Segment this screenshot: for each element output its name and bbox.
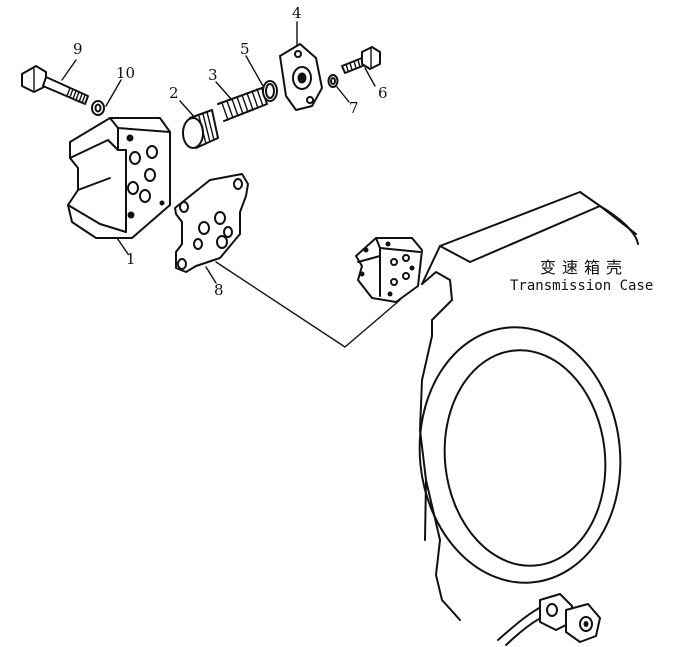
leader-7	[336, 86, 350, 103]
gasket-8	[174, 173, 249, 273]
leader-10	[105, 79, 122, 107]
bolt-6	[341, 46, 381, 74]
bolt-9	[21, 65, 89, 105]
leader-9	[61, 59, 77, 81]
callout-2: 2	[169, 84, 179, 102]
transmission-case	[418, 191, 639, 646]
callout-8: 8	[214, 281, 224, 299]
washer-7	[327, 74, 339, 88]
callout-3: 3	[208, 66, 218, 84]
callout-1: 1	[126, 250, 136, 268]
cover-plate-4	[279, 43, 323, 111]
valve-body-outline	[67, 117, 171, 239]
callout-4: 4	[292, 4, 302, 22]
callout-5: 5	[240, 40, 250, 58]
piston-2	[182, 109, 219, 149]
valve-body-1	[67, 117, 171, 239]
callout-10: 10	[116, 64, 136, 82]
case-label-english: Transmission Case	[510, 278, 654, 294]
bolt-9-shank	[42, 76, 89, 105]
callout-9: 9	[73, 40, 83, 58]
o-ring-5	[262, 80, 278, 102]
installed-valve	[355, 237, 423, 303]
leader-3	[215, 81, 233, 101]
callout-6: 6	[378, 84, 388, 102]
bottom-fitting	[539, 593, 601, 643]
leader-lines	[61, 21, 401, 348]
callout-7: 7	[349, 99, 359, 117]
washer-10	[91, 100, 105, 116]
leader-1	[116, 237, 129, 255]
case-label-chinese: 变速箱壳	[540, 258, 629, 277]
leader-8	[205, 266, 217, 284]
leader-6	[364, 67, 376, 87]
leader-5	[245, 55, 264, 87]
leader-assembly	[215, 261, 401, 348]
